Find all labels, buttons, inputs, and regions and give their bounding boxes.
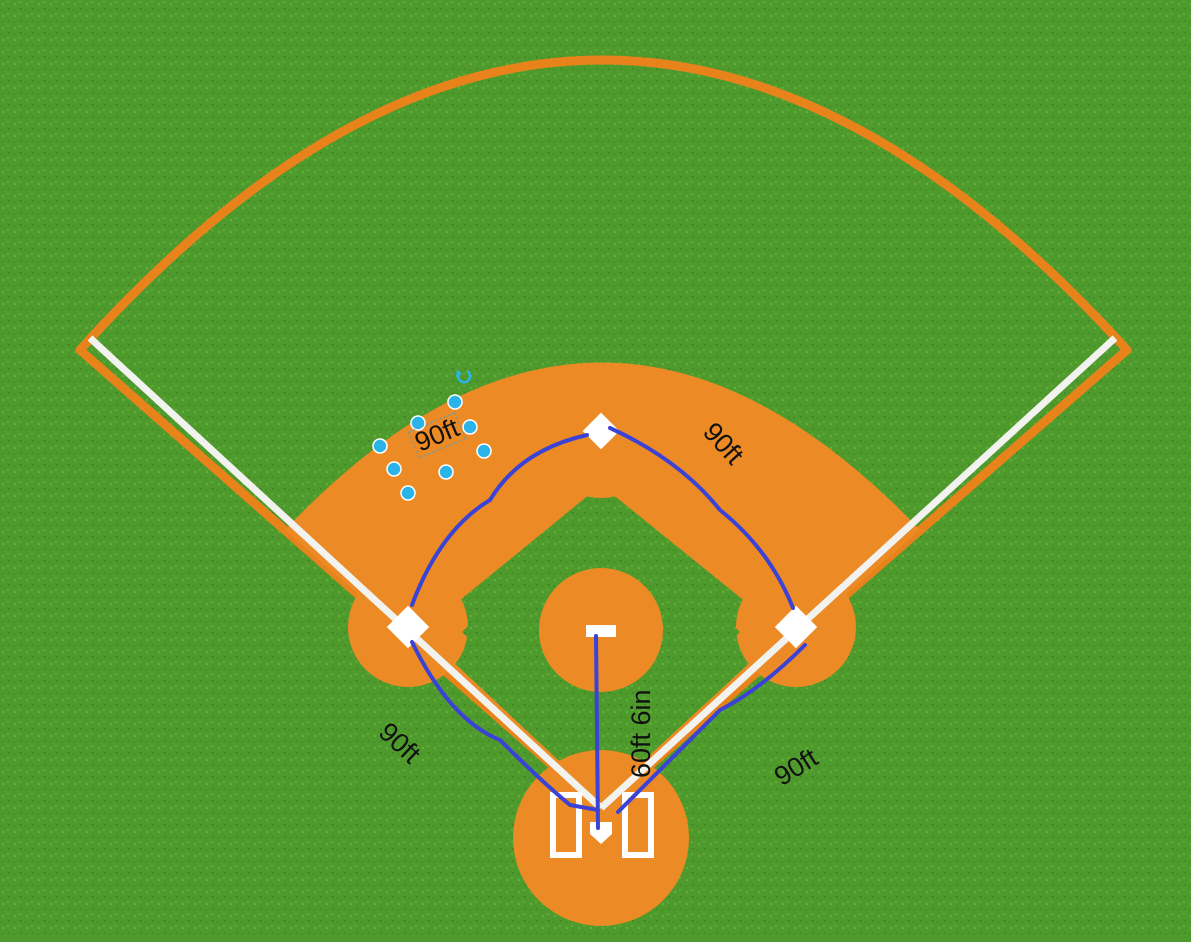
annotation-line-second-first (608, 426, 795, 610)
selection-handles[interactable] (372, 369, 492, 501)
second-base (582, 412, 620, 450)
annotation-line-mound-home (594, 634, 600, 830)
home-plate (590, 822, 612, 844)
resize-handle-sw[interactable] (400, 485, 416, 501)
resize-handle-e[interactable] (462, 419, 478, 435)
annotation-line-third-second (410, 433, 589, 607)
rotate-handle-arrow-icon[interactable] (456, 369, 462, 377)
annotation-line-first-home (616, 643, 807, 814)
resize-handle-ne[interactable] (447, 394, 463, 410)
right-batters-box (622, 792, 654, 858)
first-base-foul-line (598, 335, 1118, 811)
outfield-fence-track (75, 55, 1132, 812)
annotation-strokes (410, 426, 807, 830)
left-batters-box (550, 792, 582, 858)
resize-handle-n[interactable] (410, 415, 426, 431)
resize-handle-s[interactable] (438, 464, 454, 480)
annotation-line-third-home (410, 640, 600, 812)
rotate-handle-icon[interactable] (456, 369, 472, 384)
resize-handle-se[interactable] (476, 443, 492, 459)
resize-handle-nw[interactable] (372, 438, 388, 454)
distance-label-mound-home[interactable]: 60ft 6in (626, 689, 656, 778)
resize-handle-w[interactable] (386, 461, 402, 477)
pitchers-rubber (586, 625, 616, 637)
third-base-foul-line (87, 335, 604, 811)
